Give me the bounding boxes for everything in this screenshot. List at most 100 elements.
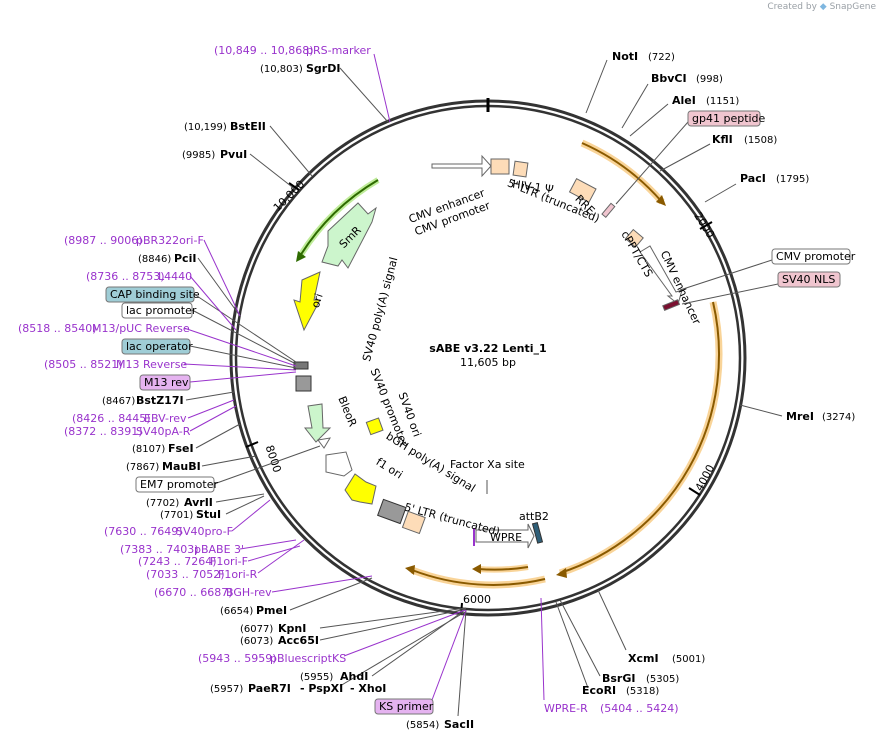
tag-lac-promoter[interactable]	[121, 302, 193, 319]
lead-em7	[213, 445, 321, 485]
lead-ks-primer	[431, 609, 467, 701]
tag-cap[interactable]	[105, 286, 195, 303]
site-alei[interactable]: AleI	[672, 94, 696, 107]
site-kfli[interactable]: KflI	[712, 133, 733, 146]
site-sacii[interactable]: SacII	[444, 718, 474, 731]
site-stui[interactable]: StuI	[196, 508, 221, 521]
site-acc65i[interactable]: Acc65I	[278, 634, 319, 647]
site-ahdi[interactable]: AhdI	[340, 670, 368, 683]
hiv-psi-box	[490, 158, 510, 175]
feat-cmv-enhancer-2: CMV enhancer	[658, 249, 704, 327]
site-ecori[interactable]: EcoRI	[582, 684, 616, 697]
lead-alei	[629, 103, 669, 137]
site-fsei[interactable]: FseI	[168, 442, 194, 455]
pos-paci: (1795)	[776, 174, 809, 185]
pos-bstz17i: (8467)	[102, 396, 135, 407]
tag-m13rev[interactable]	[139, 374, 191, 391]
tag-lac-operator[interactable]	[121, 338, 191, 355]
site-pbluescript[interactable]: pBluescriptKS	[270, 652, 346, 665]
orange-arrow-bottom-1	[405, 565, 546, 589]
site-pbr322[interactable]: pBR322ori-F	[136, 234, 204, 247]
tag-ks-primer[interactable]	[374, 698, 434, 715]
site-pvui[interactable]: PvuI	[220, 148, 247, 161]
lead-avrii	[215, 493, 265, 503]
site-bstz17i[interactable]: BstZ17I	[136, 394, 184, 407]
feat-ori: ori	[309, 292, 326, 310]
rre-box	[568, 177, 597, 203]
site-sv40pro-f[interactable]: SV40pro-F	[176, 525, 233, 538]
site-f1ori-f[interactable]: F1ori-F	[210, 555, 248, 568]
site-avrii[interactable]: AvrII	[184, 496, 213, 509]
pos-ecori: (5318)	[626, 686, 659, 697]
site-noti[interactable]: NotI	[612, 50, 638, 63]
snapgene-logo-icon: ◆	[819, 2, 827, 12]
tick-8000	[245, 441, 259, 448]
lead-cap	[193, 293, 297, 363]
tag-em7[interactable]	[135, 476, 215, 493]
pos-bsrgi: (5305)	[646, 674, 679, 685]
lead-sv40-nls	[681, 283, 779, 305]
lac-operator-marker	[293, 361, 309, 370]
plasmid-length: 11,605 bp	[460, 356, 516, 369]
site-bbvci[interactable]: BbvCI	[651, 72, 687, 85]
smr-arrow	[321, 202, 377, 269]
lead-pvui	[249, 153, 297, 191]
pos-l4440: (8736 .. 8753)	[86, 270, 165, 283]
pos-pbabe: (7383 .. 7403)	[120, 543, 199, 556]
lead-xcmi	[597, 589, 627, 651]
ltr-bottom-box	[401, 510, 426, 535]
tag-cmv-promoter[interactable]	[771, 248, 851, 265]
site-paer7i[interactable]: PaeR7I	[248, 682, 291, 695]
site-pcii[interactable]: PciI	[174, 252, 196, 265]
pos-pbr322: (8987 .. 9006)	[64, 234, 143, 247]
site-l4440[interactable]: L4440	[158, 270, 192, 283]
site-ks-primer: KS primer	[379, 700, 434, 713]
lead-fsei	[195, 423, 241, 449]
site-kpni[interactable]: KpnI	[278, 622, 306, 635]
site-mrei[interactable]: MreI	[786, 410, 814, 423]
feat-factor-xa: Factor Xa site	[450, 458, 525, 471]
site-m13reverse[interactable]: M13 Reverse	[116, 358, 187, 371]
site-bsteii[interactable]: BstEII	[230, 120, 266, 133]
site-pbabe[interactable]: pBABE 3'	[194, 543, 244, 556]
feat-sv40-pa: SV40 poly(A) signal	[360, 256, 400, 363]
pos-bsteii: (10,199)	[184, 122, 227, 133]
lead-bgh-rev	[271, 575, 373, 593]
site-pmei[interactable]: PmeI	[256, 604, 287, 617]
tag-sv40-nls[interactable]	[777, 271, 841, 288]
site-sv40pa-r[interactable]: SV40pA-R	[136, 425, 191, 438]
pos-prs: (10,849 .. 10,868)	[214, 44, 314, 57]
lead-pbluescript	[343, 609, 466, 657]
site-paci[interactable]: PacI	[740, 172, 766, 185]
cmv-enhancer-top-arrow	[431, 154, 492, 178]
site-wpre-r[interactable]: WPRE-R	[544, 702, 588, 715]
ltr-box	[512, 160, 529, 178]
site-bgh-rev[interactable]: BGH-rev	[226, 586, 272, 599]
pos-ebv-rev: (8426 .. 8445)	[72, 412, 151, 425]
site-xcmi[interactable]: XcmI	[628, 652, 659, 665]
site-sgrdi[interactable]: SgrDI	[306, 62, 340, 75]
lead-m13reverse	[183, 363, 297, 371]
site-m13puc[interactable]: M13/pUC Reverse	[92, 322, 190, 335]
tag-gp41[interactable]	[687, 110, 761, 127]
lead-sv40pa-r	[189, 405, 237, 432]
plasmid-title: sABE v3.22 Lenti_1	[429, 342, 546, 355]
site-f1ori-r[interactable]: F1ori-R	[218, 568, 258, 581]
pos-xcmi: (5001)	[672, 654, 705, 665]
site-xhoi[interactable]: - XhoI	[350, 682, 386, 695]
pos-sacii: (5854)	[406, 720, 439, 731]
site-prs[interactable]: pRS-marker	[306, 44, 371, 57]
lead-bstz17i	[185, 391, 235, 401]
orange-arrow-bottom-2	[472, 564, 529, 574]
lead-mrei	[739, 404, 783, 417]
lead-l4440	[189, 275, 237, 331]
cppt-box	[624, 228, 644, 248]
pos-wpre-r: (5404 .. 5424)	[600, 702, 679, 715]
site-ebv-rev[interactable]: EBV-rev	[144, 412, 187, 425]
site-maubi[interactable]: MauBI	[162, 460, 201, 473]
site-pspxi[interactable]: - PspXI	[300, 682, 343, 695]
site-bsrgi[interactable]: BsrGI	[602, 672, 635, 685]
pos-bgh-rev: (6670 .. 6687)	[154, 586, 233, 599]
tick-label-2000: 2000	[691, 210, 717, 241]
lead-ebv-rev	[187, 399, 235, 419]
